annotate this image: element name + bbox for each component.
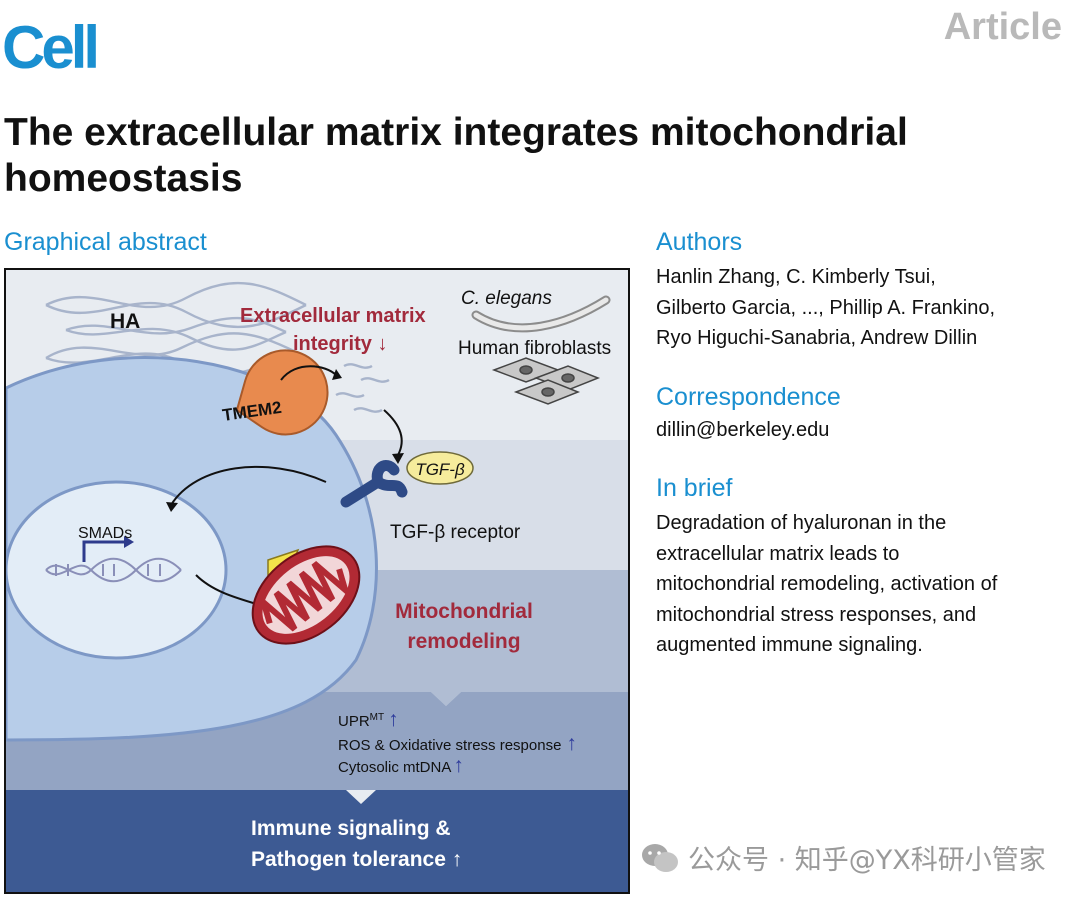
in-brief-line: mitochondrial stress responses, and bbox=[656, 603, 977, 626]
tgfb-receptor-label: TGF-β receptor bbox=[390, 522, 521, 543]
mito-label-line1: Mitochondrial bbox=[395, 600, 533, 623]
svg-text:integrity ↓: integrity ↓ bbox=[293, 333, 387, 355]
immune-label-line2: Pathogen tolerance bbox=[251, 848, 446, 871]
authors-heading: Authors bbox=[656, 228, 743, 256]
c-elegans-label: C. elegans bbox=[461, 288, 552, 309]
smads-label: SMADs bbox=[78, 525, 132, 542]
svg-text:Cytosolic mtDNA↑: Cytosolic mtDNA↑ bbox=[338, 754, 464, 777]
authors-line: Gilberto Garcia, ..., Phillip A. Frankin… bbox=[656, 296, 996, 319]
svg-text:ROS & Oxidative stress respons: ROS & Oxidative stress response ↑ bbox=[338, 732, 577, 755]
ros-up-arrow: ↑ bbox=[566, 732, 577, 755]
upr-superscript: MT bbox=[370, 712, 384, 723]
ha-fragments bbox=[335, 363, 390, 413]
graphical-abstract-heading: Graphical abstract bbox=[4, 228, 207, 256]
ecm-label-line1: Extracellular matrix bbox=[240, 305, 426, 327]
mitochondrion-shape bbox=[251, 545, 361, 645]
journal-logo: Cell bbox=[2, 14, 100, 81]
fibroblasts-label: Human fibroblasts bbox=[458, 338, 611, 359]
mito-label-line2: remodeling bbox=[407, 630, 520, 653]
tmem2-shape bbox=[235, 349, 329, 436]
fibroblast-shapes bbox=[491, 357, 601, 405]
in-brief-line: mitochondrial remodeling, activation of bbox=[656, 573, 998, 595]
wechat-icon bbox=[642, 843, 678, 872]
upr-up-arrow: ↑ bbox=[388, 708, 399, 731]
immune-label-line1: Immune signaling & bbox=[251, 817, 451, 840]
svg-text:UPRMT↑: UPRMT ↑ bbox=[338, 708, 399, 731]
graphical-abstract-figure: HA Extracellular matrix integrity ↓ C. e… bbox=[6, 270, 628, 892]
authors-line: Hanlin Zhang, C. Kimberly Tsui, bbox=[656, 266, 936, 288]
watermark: 公众号 · 知乎@YX科研小管家 bbox=[640, 838, 1046, 877]
tgfb-ligand-shape bbox=[406, 451, 474, 485]
tgfb-receptor-shape bbox=[340, 460, 408, 508]
article-type-label: Article bbox=[943, 6, 1062, 48]
watermark-text: 公众号 · 知乎@YX科研小管家 bbox=[688, 845, 1046, 876]
authors-list: Hanlin Zhang, C. Kimberly Tsui, Gilberto… bbox=[656, 262, 1066, 354]
in-brief-text: Degradation of hyaluronan in the extrace… bbox=[656, 508, 1066, 661]
immune-up-arrow: ↑ bbox=[452, 848, 463, 871]
in-brief-line: extracellular matrix leads to bbox=[656, 542, 900, 565]
ros-label: ROS & Oxidative stress response bbox=[338, 737, 561, 754]
dna-helix bbox=[45, 557, 182, 583]
pathway-arrows bbox=[170, 365, 403, 611]
ha-label: HA bbox=[110, 310, 140, 333]
ecm-down-arrow: ↓ bbox=[377, 333, 387, 355]
mtdna-up-arrow: ↑ bbox=[453, 754, 464, 777]
nucleus-shape bbox=[6, 480, 228, 660]
authors-line: Ryo Higuchi-Sanabria, Andrew Dillin bbox=[656, 327, 978, 349]
immune-band bbox=[6, 790, 628, 892]
mtdna-label: Cytosolic mtDNA bbox=[338, 759, 451, 776]
upr-label: UPR bbox=[338, 713, 370, 730]
correspondence-heading: Correspondence bbox=[656, 383, 841, 411]
paper-title: The extracellular matrix integrates mito… bbox=[4, 111, 908, 200]
in-brief-line: Degradation of hyaluronan in the bbox=[656, 512, 947, 534]
graphical-abstract: HA Extracellular matrix integrity ↓ C. e… bbox=[4, 268, 630, 894]
in-brief-heading: In brief bbox=[656, 474, 733, 502]
transcription-arrow bbox=[82, 540, 124, 562]
tgfb-label: TGF-β bbox=[415, 460, 465, 479]
ecm-label-line2: integrity bbox=[293, 333, 373, 355]
svg-text:Pathogen tolerance ↑: Pathogen tolerance ↑ bbox=[251, 848, 462, 871]
in-brief-line: augmented immune signaling. bbox=[656, 634, 923, 656]
correspondence-email[interactable]: dillin@berkeley.edu bbox=[656, 419, 830, 441]
